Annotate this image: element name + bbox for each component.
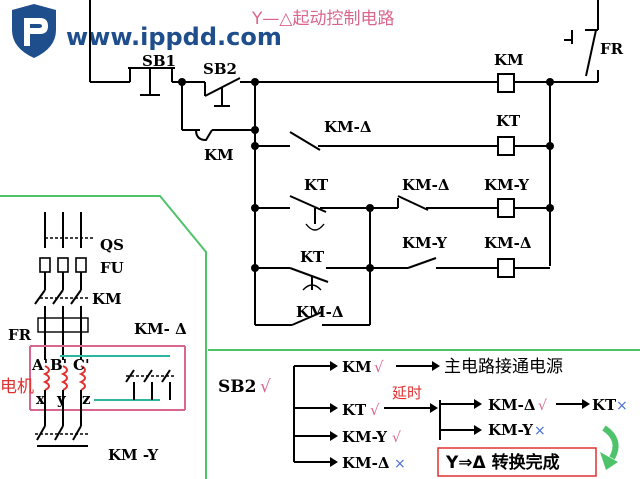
seq-step2-kt: KT	[342, 401, 367, 419]
km-hold-label: KM	[204, 146, 234, 164]
seq-sb2-check: √	[260, 377, 271, 397]
terminal-a-label: A'	[31, 356, 48, 374]
seq-step3-kmd: KM-Δ	[488, 396, 536, 414]
sequence-panel: SB2 √ KM √ 主电路接通电源 KT √ 延时 KM-Δ √ KT × K…	[218, 357, 628, 477]
terminal-b-label: B'	[50, 356, 67, 374]
turn-arrow-icon	[602, 425, 619, 460]
sb2-label: SB2	[203, 60, 237, 78]
seq-step3-cross: ×	[616, 398, 628, 414]
seq-step4-kmy: KM-Y	[342, 428, 387, 446]
terminal-y-label: y	[56, 390, 67, 408]
result-box	[437, 447, 597, 477]
coil-km-label: KM	[494, 51, 524, 69]
seq-result: Y⇒Δ 转换完成	[445, 452, 560, 473]
kt-no-label: KT	[300, 248, 325, 266]
shield-logo-icon	[12, 4, 56, 58]
qs-label: QS	[100, 236, 124, 254]
km-main-label: KM	[92, 290, 122, 308]
fr-control-label: FR	[600, 40, 624, 58]
terminal-x-label: x	[36, 390, 46, 408]
main-circuit-border	[0, 195, 207, 479]
fr-main-label: FR	[8, 326, 32, 344]
kt-nc-label: KT	[304, 176, 329, 194]
fu-label: FU	[100, 259, 124, 277]
sb1-label: SB1	[142, 52, 176, 70]
terminal-z-label: z	[82, 390, 91, 408]
motor-label: 电机	[0, 377, 34, 397]
km-delta-no-label: KM-Δ	[296, 303, 344, 321]
km-delta-main-label: KM- Δ	[134, 320, 187, 338]
seq-step5-kmy: KM-Y	[488, 421, 533, 439]
seq-step1-text: 主电路接通电源	[444, 357, 563, 377]
seq-step6-kmd: KM-Δ	[342, 454, 390, 472]
terminal-c-label: C'	[73, 356, 90, 374]
seq-step1-km: KM	[342, 358, 372, 376]
km-y-nc-label: KM-Y	[402, 234, 447, 252]
km-delta-nc-label: KM-Δ	[324, 118, 372, 136]
main-circuit: QS FU KM FR A' B' C' 电机 x	[0, 212, 187, 464]
seq-step3-check: √	[538, 398, 547, 414]
diagram-title: Y—△起动控制电路	[251, 9, 394, 29]
control-circuit: SB1 SB2 KM KM FR	[89, 0, 624, 326]
seq-delay: 延时	[392, 384, 422, 402]
seq-step4-check: √	[392, 430, 401, 446]
seq-step2-check: √	[370, 401, 380, 419]
km-y-main-label: KM -Y	[108, 446, 158, 464]
seq-step5-cross: ×	[534, 423, 546, 439]
coil-kmy-label: KM-Y	[484, 176, 529, 194]
seq-sb2: SB2	[218, 377, 256, 397]
watermark-text: www.ippdd.com	[66, 23, 282, 51]
coil-kmd-label: KM-Δ	[484, 234, 532, 252]
seq-step1-check: √	[374, 358, 384, 376]
km-delta-nc2-label: KM-Δ	[402, 176, 450, 194]
coil-kt-label: KT	[496, 112, 521, 130]
seq-step6-cross: ×	[394, 456, 406, 472]
seq-step3-kt: KT	[592, 396, 617, 414]
